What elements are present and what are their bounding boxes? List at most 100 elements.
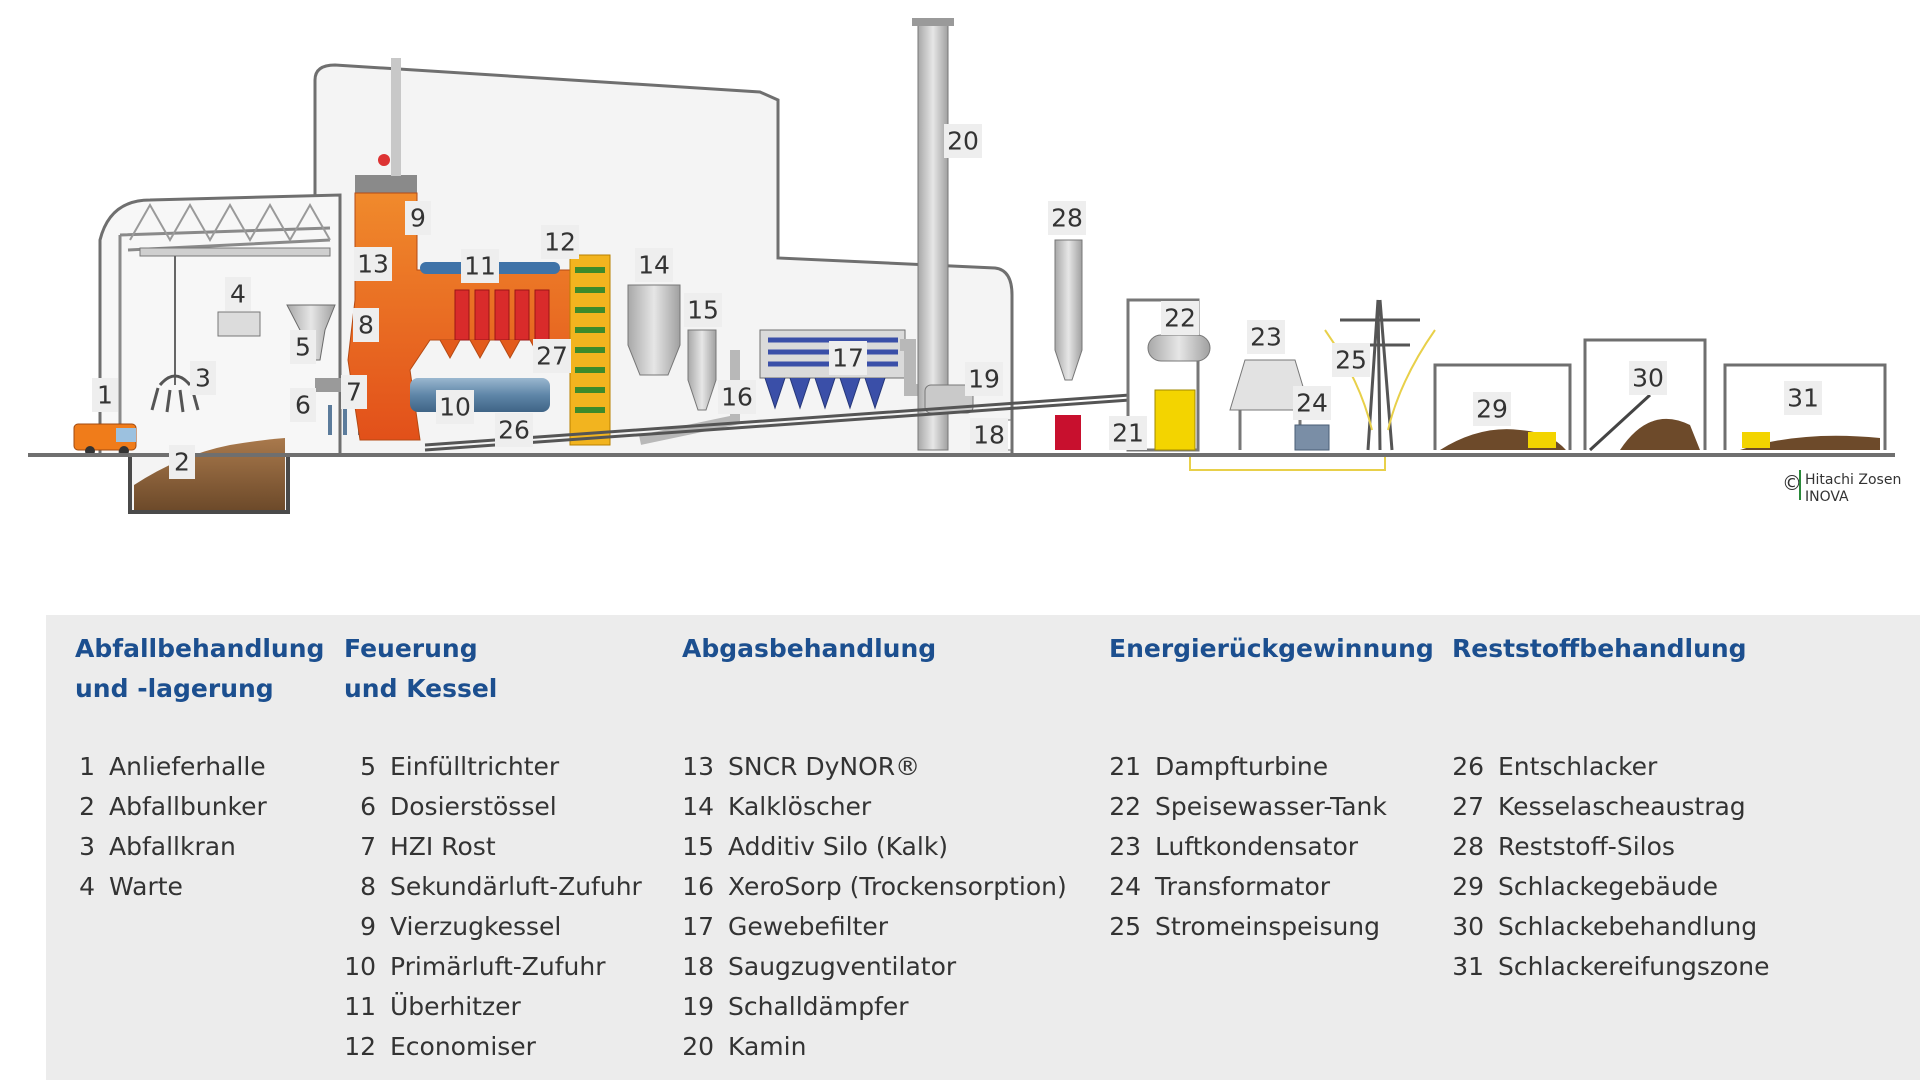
diagram-number-label: 15 bbox=[684, 293, 722, 327]
label-background bbox=[341, 375, 367, 409]
legend-item-label: Abfallkran bbox=[109, 832, 236, 861]
legend-item-label: XeroSorp (Trockensorption) bbox=[728, 872, 1067, 901]
label-text: 3 bbox=[195, 364, 211, 393]
legend-item-number: 31 bbox=[1452, 952, 1484, 981]
legend-item-number: 29 bbox=[1452, 872, 1484, 901]
ram-feeder bbox=[315, 378, 345, 392]
label-text: 18 bbox=[973, 421, 1005, 450]
stack-top bbox=[912, 18, 954, 26]
column-heading: Abfallbehandlung und -lagerung bbox=[75, 629, 375, 709]
label-background bbox=[1247, 320, 1285, 354]
label-background bbox=[461, 249, 499, 283]
diagram-number-label: 23 bbox=[1247, 320, 1285, 354]
transformer bbox=[1294, 424, 1330, 451]
column-heading: Energierückgewinnung bbox=[1109, 629, 1434, 669]
control-room bbox=[217, 311, 261, 337]
label-text: 17 bbox=[832, 344, 864, 373]
copyright-mark: © Hitachi Zosen INOVA bbox=[1782, 470, 1901, 505]
label-background bbox=[635, 248, 673, 282]
label-background bbox=[533, 339, 571, 373]
legend-item-number: 16 bbox=[682, 872, 714, 901]
diagram-number-label: 11 bbox=[461, 249, 499, 283]
label-text: 28 bbox=[1051, 204, 1083, 233]
label-text: 27 bbox=[536, 342, 568, 371]
residue-silo bbox=[1054, 239, 1083, 381]
label-text: 21 bbox=[1112, 419, 1144, 448]
diagram-number-label: 16 bbox=[718, 380, 756, 414]
diagram-number-label: 27 bbox=[533, 339, 571, 373]
legend-item-number: 19 bbox=[682, 992, 714, 1021]
label-background bbox=[169, 445, 195, 479]
slag-pile-30 bbox=[1620, 418, 1700, 450]
diagram-number-label: 28 bbox=[1048, 201, 1086, 235]
feedwater-tank bbox=[1147, 334, 1211, 362]
column-heading: Abgasbehandlung bbox=[682, 629, 982, 669]
label-background bbox=[354, 247, 392, 281]
legend-item-label: Anlieferhalle bbox=[109, 752, 266, 781]
legend-item-number: 30 bbox=[1452, 912, 1484, 941]
column-heading-line1: Abfallbehandlung bbox=[75, 634, 325, 663]
label-background bbox=[1293, 386, 1331, 420]
loader-31 bbox=[1742, 432, 1770, 448]
diagram-number-label: 9 bbox=[405, 201, 431, 235]
legend-item-number: 23 bbox=[1109, 832, 1141, 861]
diagram-number-label: 6 bbox=[290, 388, 316, 422]
legend-item-number: 11 bbox=[344, 992, 376, 1021]
diagram-number-label: 29 bbox=[1473, 392, 1511, 426]
legend-item-number: 25 bbox=[1109, 912, 1141, 941]
loader-29 bbox=[1528, 432, 1556, 448]
primary-air-fan bbox=[410, 378, 550, 412]
legend-item-label: Kamin bbox=[728, 1032, 807, 1061]
legend-item-label: Kalklöscher bbox=[728, 792, 872, 821]
label-background bbox=[405, 201, 431, 235]
pylon bbox=[1340, 299, 1420, 451]
legend-item: 1 Anlieferhalle bbox=[75, 747, 267, 787]
diagram-number-label: 26 bbox=[495, 413, 533, 447]
copyright-symbol: © bbox=[1782, 471, 1802, 495]
label-text: 8 bbox=[358, 311, 374, 340]
label-text: 7 bbox=[346, 378, 362, 407]
legend-item-number: 20 bbox=[682, 1032, 714, 1061]
legend-item-number: 27 bbox=[1452, 792, 1484, 821]
diagram-number-label: 10 bbox=[436, 390, 474, 424]
legend-item-label: Warte bbox=[109, 872, 183, 901]
label-text: 25 bbox=[1335, 346, 1367, 375]
legend-item-label: Schlackegebäude bbox=[1498, 872, 1718, 901]
legend-item-number: 1 bbox=[79, 752, 95, 781]
lime-silo bbox=[687, 329, 717, 411]
diagram-number-label: 4 bbox=[225, 277, 251, 311]
label-background bbox=[436, 390, 474, 424]
legend-item-number: 14 bbox=[682, 792, 714, 821]
copyright-line1: Hitachi Zosen bbox=[1805, 472, 1901, 488]
filter-hoppers bbox=[764, 377, 886, 410]
slag-building-30 bbox=[1583, 338, 1707, 450]
diagram-number-label: 8 bbox=[353, 308, 379, 342]
label-text: 9 bbox=[410, 204, 426, 233]
label-background bbox=[970, 418, 1008, 452]
legend-item-label: HZI Rost bbox=[390, 832, 496, 861]
diagram-number-label: 1 bbox=[92, 378, 118, 412]
legend-item-label: Additiv Silo (Kalk) bbox=[728, 832, 949, 861]
label-text: 2 bbox=[174, 448, 190, 477]
diagram-number-label: 30 bbox=[1629, 361, 1667, 395]
diagram-number-label: 22 bbox=[1161, 301, 1199, 335]
label-text: 20 bbox=[947, 127, 979, 156]
diagram-number-label: 25 bbox=[1332, 343, 1370, 377]
diagram-number-label: 20 bbox=[944, 124, 982, 158]
label-background bbox=[225, 277, 251, 311]
label-text: 11 bbox=[464, 252, 496, 281]
